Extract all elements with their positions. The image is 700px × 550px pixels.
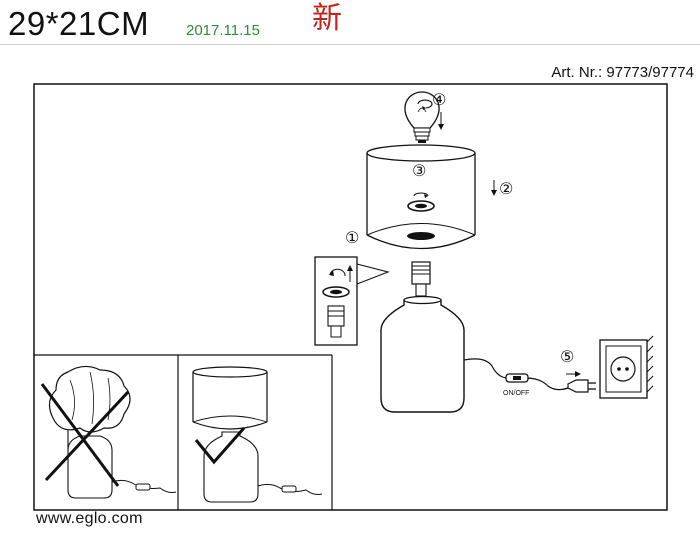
lamp-holder: [411, 261, 431, 297]
socket-outlet-icon: [599, 335, 654, 399]
lamp-base: [380, 295, 465, 413]
website-url: www.eglo.com: [36, 510, 143, 527]
step-1-label: ①: [345, 228, 359, 247]
revision-date: 2017.11.15: [186, 22, 260, 39]
diagram-frame: [33, 83, 668, 511]
switch-label: ON/OFF: [503, 390, 529, 397]
plug-icon: [567, 379, 596, 393]
down-arrow-icon: [491, 180, 497, 196]
article-number: Art. Nr.: 97773/97774: [551, 64, 694, 81]
shade-ring: [407, 192, 435, 212]
new-mark: 新: [312, 1, 342, 36]
step-3-label: ③: [412, 161, 426, 180]
step-4-label: ④: [432, 90, 446, 109]
lamp-shade: [366, 144, 476, 250]
power-cable: [463, 358, 569, 391]
cross-mark-icon: [40, 383, 130, 487]
inline-switch: [505, 373, 529, 383]
rotate-arrow-icon: [417, 99, 433, 110]
detail-callout: [314, 256, 390, 346]
check-mark-icon: [194, 427, 246, 465]
down-arrow-icon: [438, 112, 444, 130]
step-2-label: ②: [499, 179, 513, 198]
right-arrow-icon: [566, 371, 581, 377]
header-divider: [0, 44, 700, 45]
correct-panel-assembled: [192, 366, 323, 503]
step-5-label: ⑤: [560, 347, 574, 366]
page-size-title: 29*21CM: [8, 5, 150, 42]
rotate-arrow-icon: [329, 265, 353, 282]
